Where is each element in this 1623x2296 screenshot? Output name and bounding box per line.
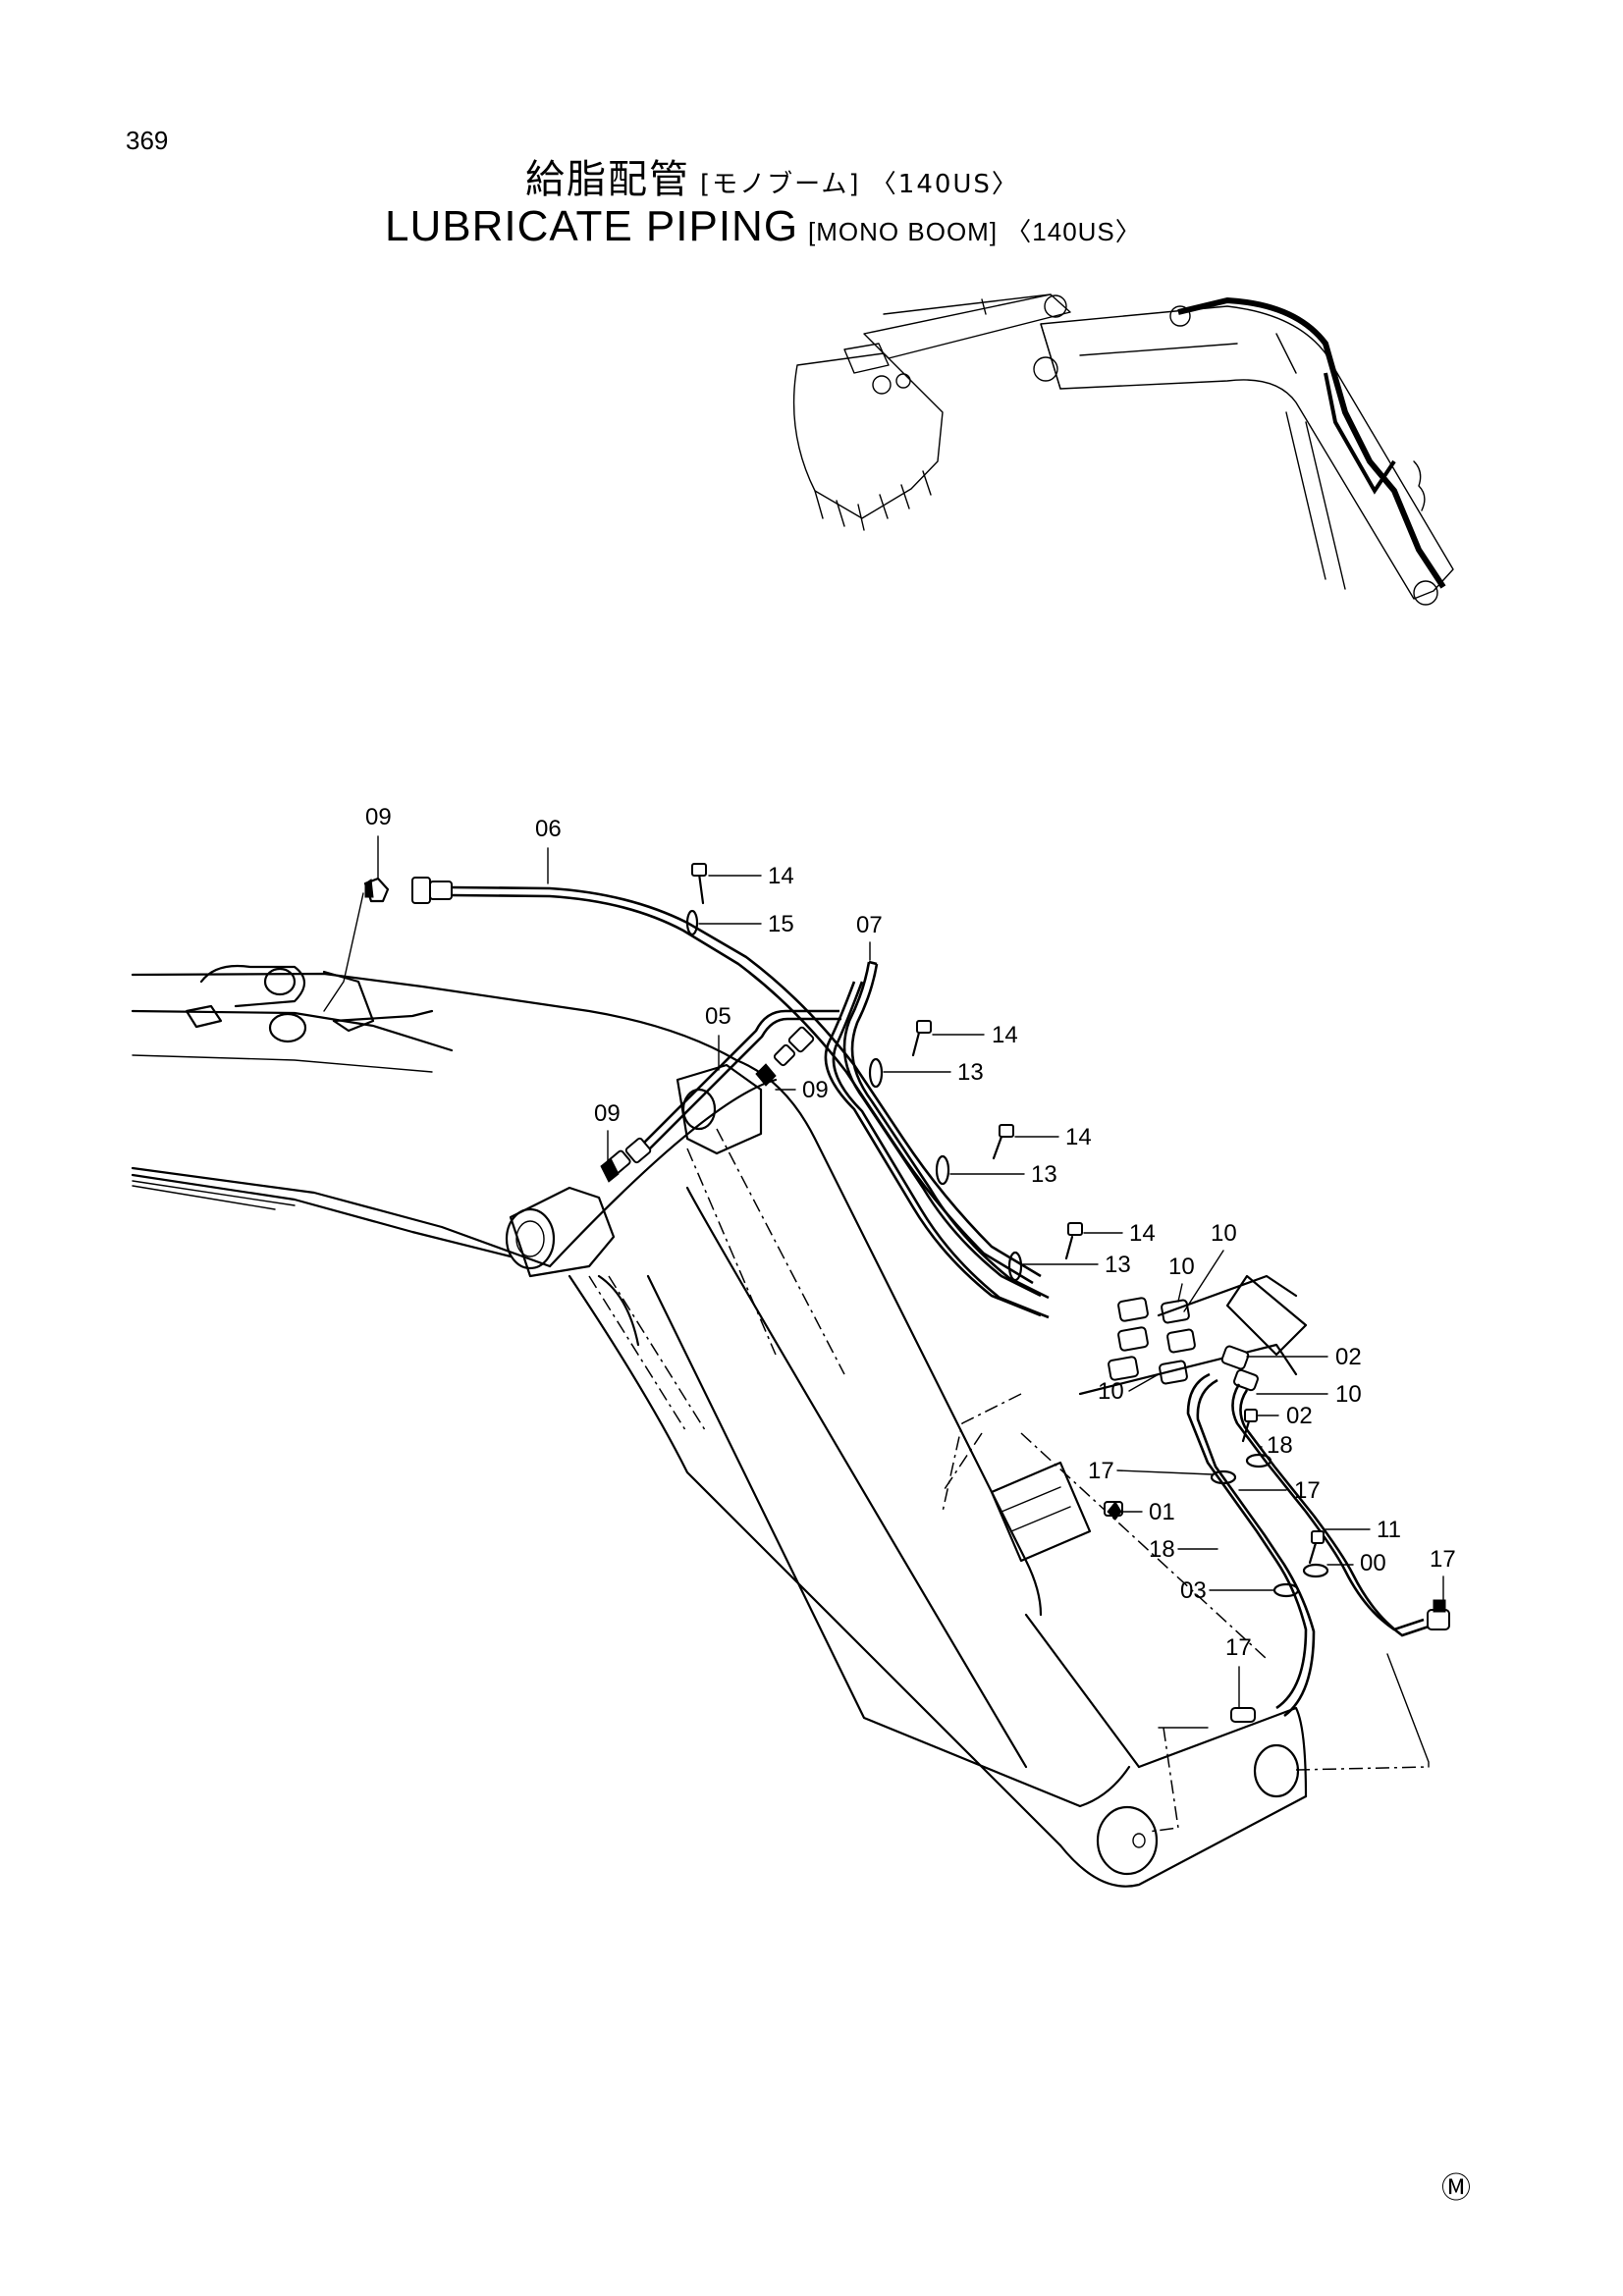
- title-japanese: 給脂配管 [モノブーム] 〈140US〉: [525, 147, 1019, 204]
- manual-mark: Ⓜ: [1441, 2171, 1471, 2206]
- pipe-07-05: [600, 960, 1050, 1319]
- title-japanese-main: 給脂配管: [525, 157, 690, 202]
- callout-11: 01: [1149, 1499, 1175, 1525]
- callout-01: 17: [1294, 1477, 1321, 1504]
- callout-17-b: 17: [1088, 1458, 1114, 1484]
- callout-02-a: 02: [1335, 1344, 1362, 1370]
- callout-13-a: 13: [957, 1059, 984, 1086]
- callout-06: 06: [535, 816, 562, 842]
- page-number: 369: [126, 126, 169, 155]
- callout-14-c: 14: [1065, 1124, 1092, 1150]
- pipe-06: [323, 877, 1042, 1285]
- clamps: [685, 863, 1083, 1282]
- callout-10-b: 10: [1168, 1254, 1195, 1280]
- callout-13-c: 13: [1105, 1252, 1131, 1278]
- callout-02-b: 10: [1335, 1381, 1362, 1408]
- callout-07: 07: [856, 912, 883, 938]
- callout-09-left: 09: [594, 1100, 621, 1127]
- callout-10-c: 10: [1098, 1378, 1124, 1405]
- callout-10-a: 10: [1211, 1220, 1237, 1247]
- title-english: LUBRICATE PIPING [MONO BOOM] 〈140US〉: [385, 202, 1142, 251]
- title-english-main: LUBRICATE PIPING: [385, 202, 799, 250]
- callout-17-c: 00: [1360, 1550, 1386, 1576]
- callout-14-a: 14: [768, 863, 794, 889]
- callout-14-d: 14: [1129, 1220, 1156, 1247]
- callout-labels: 09 06 14 15 07 05 14 13 09 09 14 13 14 1…: [365, 804, 1456, 1709]
- callout-18-a: 02: [1286, 1403, 1313, 1429]
- callout-09-mid: 09: [802, 1077, 829, 1103]
- callout-17-d: 03: [1180, 1577, 1207, 1604]
- callout-09-top: 09: [365, 804, 392, 830]
- title-japanese-sub: [モノブーム] 〈140US〉: [700, 170, 1019, 199]
- callout-00: 18: [1149, 1536, 1175, 1563]
- callout-03-bottom: 17: [1225, 1634, 1252, 1661]
- callout-17-a: 18: [1267, 1432, 1293, 1459]
- callout-18-b: 11: [1377, 1517, 1401, 1543]
- callout-03-right: 17: [1430, 1546, 1456, 1573]
- title-english-sub: [MONO BOOM] 〈140US〉: [808, 217, 1142, 246]
- callout-13-b: 13: [1031, 1161, 1057, 1188]
- overview-excavator-drawing: [792, 294, 1454, 606]
- boom-structure: [131, 964, 1308, 1888]
- callout-05: 05: [705, 1003, 731, 1030]
- lower-fittings: [942, 1274, 1450, 1833]
- callout-14-b: 14: [992, 1022, 1018, 1048]
- callout-15: 15: [768, 911, 794, 937]
